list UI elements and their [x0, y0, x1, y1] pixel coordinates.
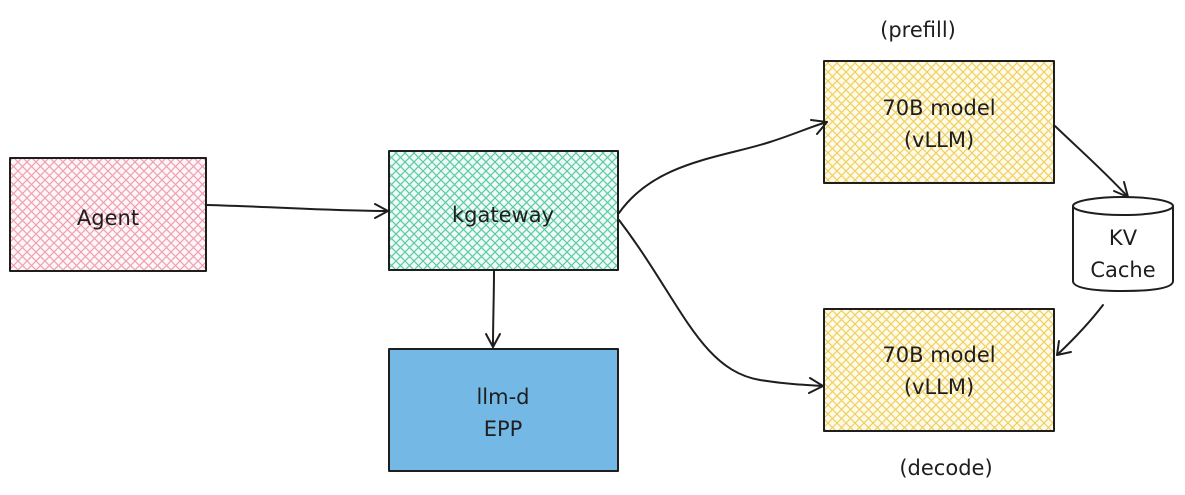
decode-model-border: [823, 308, 1055, 432]
prefill-model-fill: [824, 61, 1054, 183]
edge-agent-to-kgateway-arrowhead: [374, 203, 389, 219]
edge-kgateway-to-prefill: [618, 119, 828, 214]
agent-node[interactable]: Agent: [9, 157, 207, 272]
epp-label-line1: llm-d: [476, 385, 529, 409]
edge-prefill-to-kvcache-line: [1054, 125, 1129, 198]
epp-node-border: [388, 348, 619, 472]
edge-kgateway-to-epp: [485, 270, 501, 348]
agent-node-border: [9, 157, 207, 272]
edge-kvcache-to-decode-arrowhead: [1056, 340, 1072, 356]
decode-model-fill: [824, 309, 1054, 431]
prefill-model-label-line1: 70B model: [882, 96, 995, 120]
epp-node-fill: [389, 349, 618, 471]
edge-kgateway-to-decode-line: [618, 219, 824, 387]
edge-kgateway-to-decode-arrowhead: [808, 377, 824, 394]
decode-model-label-line1: 70B model: [882, 343, 995, 367]
edge-kgateway-to-decode: [618, 219, 824, 394]
decode-model-label-line2: (vLLM): [904, 375, 974, 399]
prefill-model-label-line2: (vLLM): [904, 128, 974, 152]
epp-node[interactable]: llm-d EPP: [388, 348, 619, 472]
edge-kgateway-to-epp-arrowhead: [485, 333, 501, 348]
edge-prefill-to-kvcache-arrowhead: [1113, 181, 1129, 198]
kv-cache-node[interactable]: KV Cache: [1072, 196, 1174, 292]
edge-agent-to-kgateway-line: [206, 204, 389, 212]
edge-kvcache-to-decode-line: [1056, 304, 1104, 356]
kv-cache-body: [1072, 206, 1174, 292]
edge-agent-to-kgateway: [206, 203, 389, 219]
edge-kgateway-to-prefill-line: [618, 121, 828, 214]
agent-label: Agent: [77, 206, 139, 230]
edge-prefill-to-kvcache: [1054, 125, 1129, 198]
decode-model-node[interactable]: 70B model (vLLM): [823, 308, 1055, 432]
agent-node-fill: [10, 158, 206, 271]
kgateway-label: kgateway: [452, 203, 554, 227]
prefill-caption: (prefill): [880, 18, 956, 42]
decode-caption: (decode): [899, 456, 992, 480]
edge-kgateway-to-epp-line: [492, 270, 495, 348]
kgateway-node-fill: [389, 151, 618, 270]
edge-kgateway-to-prefill-arrowhead: [810, 119, 828, 135]
kgateway-node[interactable]: kgateway: [388, 150, 619, 271]
prefill-model-node[interactable]: 70B model (vLLM): [823, 60, 1055, 184]
kv-cache-top: [1072, 196, 1174, 216]
kv-cache-label-line1: KV: [1109, 226, 1138, 250]
epp-label-line2: EPP: [484, 417, 523, 441]
kgateway-node-border: [388, 150, 619, 271]
kv-cache-label-line2: Cache: [1090, 258, 1155, 282]
edge-kvcache-to-decode: [1056, 304, 1104, 356]
